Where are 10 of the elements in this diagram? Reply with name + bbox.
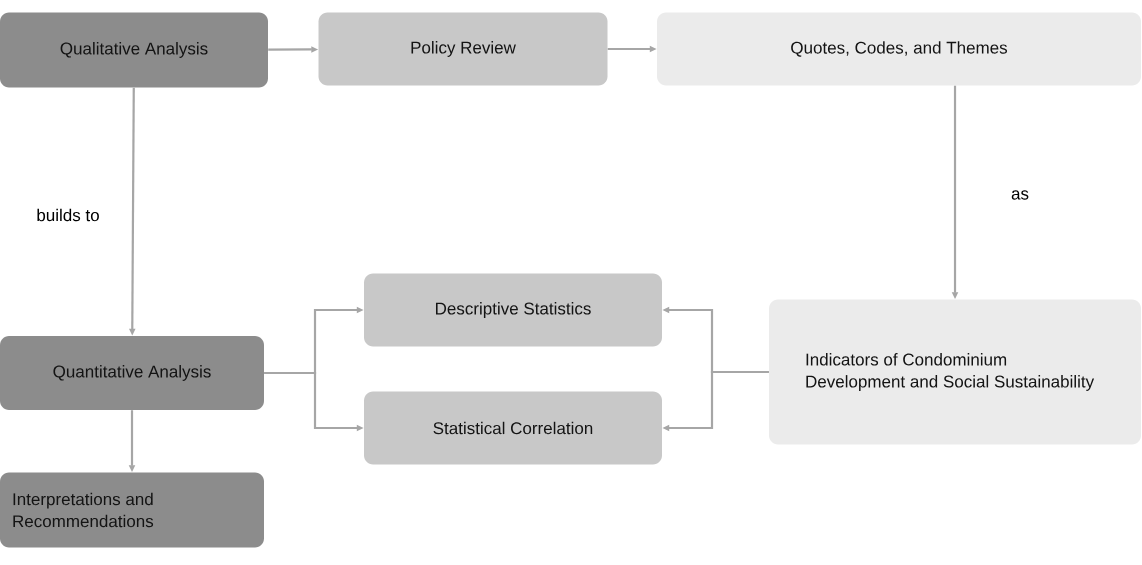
process-box: Qualitative Analysis: [0, 12, 268, 88]
process-box: Policy Review: [318, 12, 608, 86]
edge-label: as: [1009, 188, 1031, 202]
process-box: Indicators of Condominium Development and Social Sustainability: [769, 299, 1141, 445]
process-box: Descriptive Statistics: [364, 273, 662, 347]
edge-label: builds to: [34, 206, 102, 224]
process-box: Quantitative Analysis: [0, 336, 264, 410]
process-box: Quotes, Codes, and Themes: [657, 12, 1141, 86]
process-box: Interpretations and Recommendations: [0, 472, 264, 548]
process-box: Statistical Correlation: [364, 391, 662, 465]
